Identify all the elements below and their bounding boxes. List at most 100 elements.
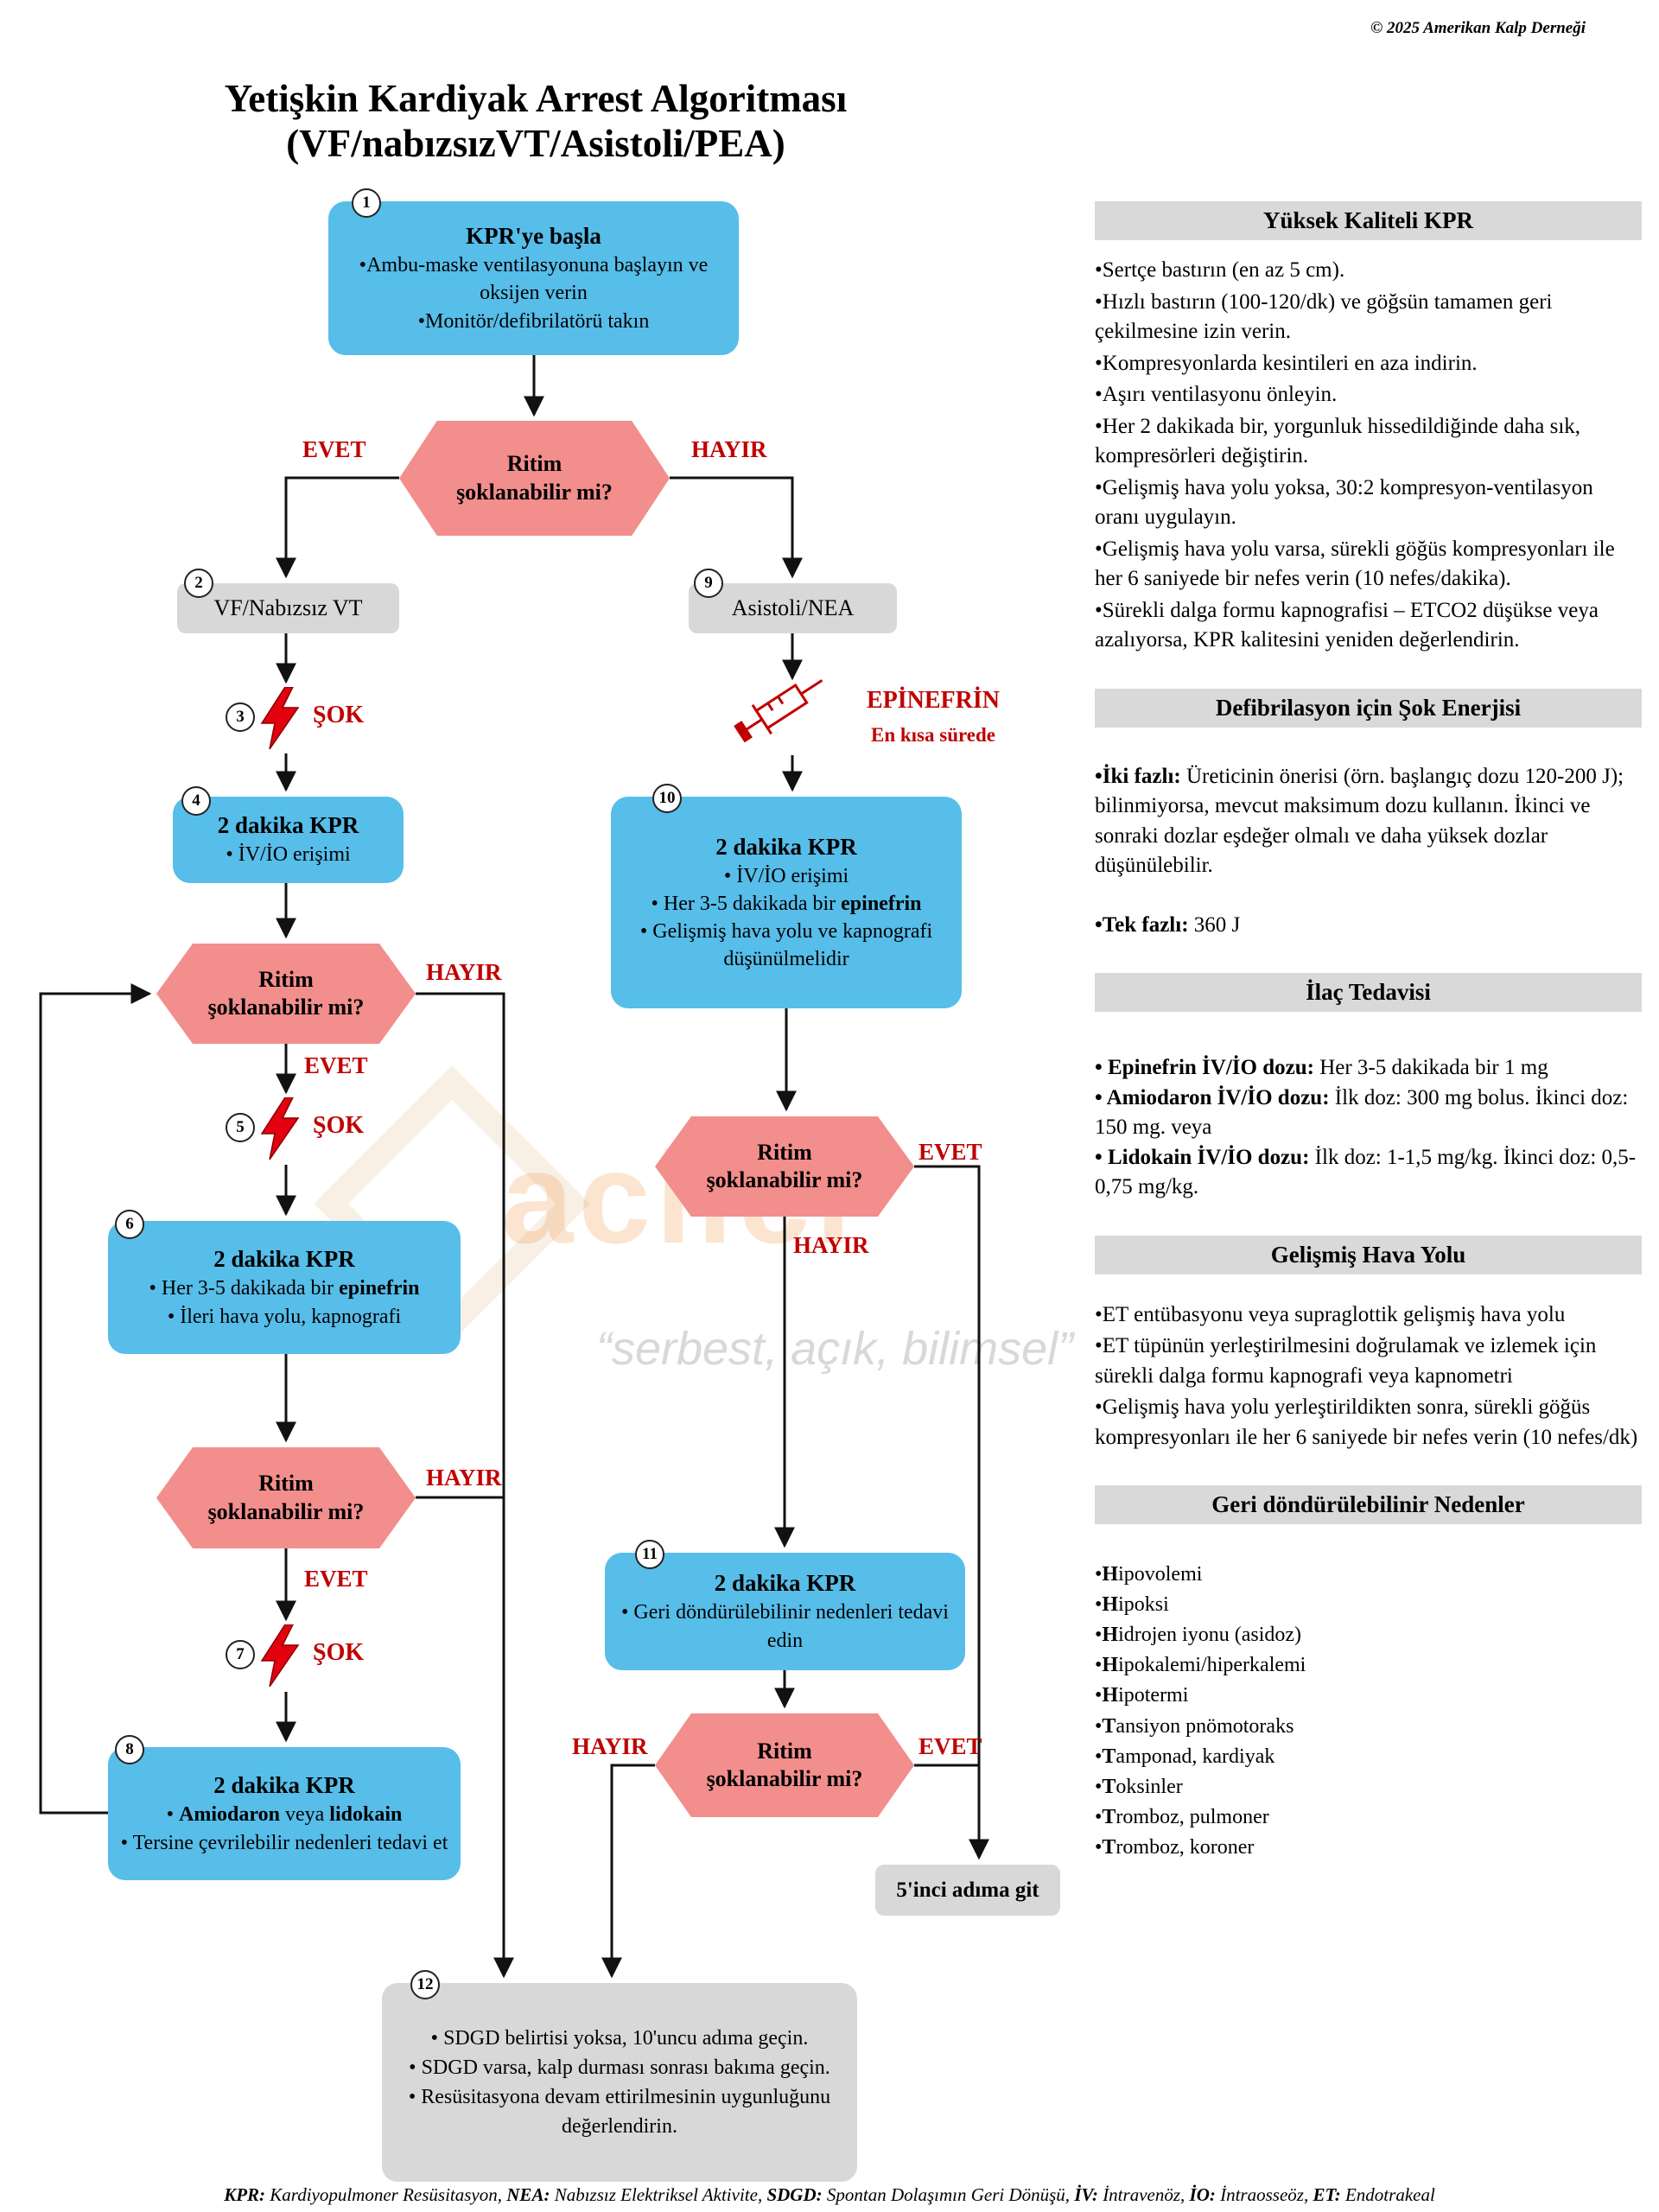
goto-text: 5'inci adıma git [896,1878,1039,1902]
step-8-box: 2 dakika KPR • Amiodaron veya lidokain •… [108,1747,461,1880]
step-9-box: Asistoli/NEA [689,583,897,633]
list-item: Gelişmiş hava yolu varsa, sürekli göğüs … [1095,535,1642,594]
step-title: KPR'ye başla [466,223,601,250]
evet-label: EVET [302,436,366,462]
step-10-box: 2 dakika KPR • İV/İO erişimi • Her 3-5 d… [611,797,962,1008]
panel-header-causes: Geri döndürülebilinir Nedenler [1095,1485,1642,1524]
panel-section-drugs: İlaç Tedavisi • Epinefrin İV/İO dozu: He… [1095,973,1642,1203]
panel-header-shock-energy: Defibrilasyon için Şok Enerjisi [1095,688,1642,728]
list-item: Her 2 dakikada bir, yorgunluk hissedildi… [1095,412,1642,472]
step-4-badge: 4 [181,786,211,816]
step-text: • Amiodaron veya lidokain [166,1803,403,1827]
decision-rhythm-5: Ritim şoklanabilir mi? [655,1713,914,1817]
abbr-text: Spontan Dolaşımın Geri Dönüşü, [822,2184,1075,2205]
hayir-label: HAYIR [426,959,502,985]
abbr-text: İntraosseöz, [1215,2184,1313,2205]
step-3-badge: 3 [226,702,255,732]
list-item: Hipokalemi/hiperkalemi [1095,1651,1642,1680]
decision-rhythm-1: Ritim şoklanabilir mi? [399,421,670,536]
list-item: Toksinler [1095,1773,1642,1802]
hayir-label: HAYIR [426,1465,502,1491]
abbr-text: Nabızsız Elektriksel Aktivite, [550,2184,767,2205]
step-5-badge: 5 [226,1113,255,1142]
goto-step5-box: 5'inci adıma git [875,1865,1060,1916]
step-10-badge: 10 [652,784,682,813]
step-text: • İV/İO erişimi [723,864,849,887]
step-4-box: 2 dakika KPR • İV/İO erişimi [173,797,404,883]
list-item: ET tüpünün yerleştirilmesini doğrulamak … [1095,1332,1642,1391]
step-text: • Her 3-5 dakikada bir epinefrin [149,1277,420,1300]
abbr-text: Kardiyopulmoner Resüsitasyon, [265,2184,507,2205]
evet-label: EVET [918,1733,982,1759]
syringe-icon [725,660,839,758]
shock-label: ŞOK [313,1112,365,1139]
footnote: KPR: Kardiyopulmoner Resüsitasyon, NEA: … [0,2184,1659,2206]
panel-section-causes: Geri döndürülebilinir Nedenler Hipovolem… [1095,1485,1642,1862]
step-text: VF/Nabızsız VT [213,595,363,620]
decision-text: şoklanabilir mi? [207,1498,365,1524]
shock-label: ŞOK [313,1639,365,1666]
hayir-label: HAYIR [691,436,767,462]
step-2-box: VF/Nabızsız VT [177,583,399,633]
decision-text: Ritim [258,966,314,992]
text-paragraph: • Amiodaron İV/İO dozu: İlk doz: 300 mg … [1095,1085,1629,1140]
abbr: İV: [1074,2184,1098,2205]
lightning-bolt-icon [259,1096,301,1164]
panel-section-kpr: Yüksek Kaliteli KPR Sertçe bastırın (en … [1095,201,1642,656]
step-text: Asistoli/NEA [731,595,855,620]
decision-text: Ritim [258,1471,314,1496]
text-paragraph: • Epinefrin İV/İO dozu: Her 3-5 dakikada… [1095,1056,1548,1079]
step-text: • Tersine çevrilebilir nedenleri tedavi … [120,1831,448,1854]
copyright-text: © 2025 Amerikan Kalp Derneği [1370,19,1586,37]
step-12-badge: 12 [410,1970,440,1999]
step-1-badge: 1 [352,188,381,218]
text-paragraph: • Lidokain İV/İO dozu: İlk doz: 1-1,5 mg… [1095,1145,1637,1199]
text-paragraph: •Tek fazlı: 360 J [1095,912,1241,937]
panel-header-drugs: İlaç Tedavisi [1095,973,1642,1012]
step-text: •Ambu-maske ventilasyonuna başlayın ve o… [359,254,709,305]
abbr: İO: [1189,2184,1216,2205]
step-title: 2 dakika KPR [213,1246,355,1273]
abbr-text: İntravenöz, [1097,2184,1190,2205]
list-item: Hipoksi [1095,1591,1642,1619]
list-item: Hipovolemi [1095,1560,1642,1589]
step-12-box: • SDGD belirtisi yoksa, 10'uncu adıma ge… [382,1983,857,2182]
side-panel: Yüksek Kaliteli KPR Sertçe bastırın (en … [1095,201,1642,1895]
step-text: • SDGD belirtisi yoksa, 10'uncu adıma ge… [430,2026,809,2050]
shock-label: ŞOK [313,702,365,728]
step-text: • Her 3-5 dakikada bir epinefrin [651,892,922,915]
evet-label: EVET [304,1052,368,1078]
list-item: Sertçe bastırın (en az 5 cm). [1095,256,1642,286]
decision-rhythm-2: Ritim şoklanabilir mi? [156,944,416,1044]
step-text: • Geri döndürülebilinir nedenleri tedavi… [621,1601,949,1652]
decision-text: Ritim [506,451,563,476]
abbr: ET: [1313,2184,1341,2205]
list-item: ET entübasyonu veya supraglottik gelişmi… [1095,1300,1642,1331]
decision-text: şoklanabilir mi? [706,1766,863,1791]
list-item: Tromboz, koroner [1095,1834,1642,1862]
decision-text: Ritim [757,1738,812,1764]
evet-label: EVET [918,1139,982,1165]
panel-header-kpr: Yüksek Kaliteli KPR [1095,201,1642,240]
decision-rhythm-3: Ritim şoklanabilir mi? [156,1447,416,1548]
evet-label: EVET [304,1566,368,1592]
list-item: Hidrojen iyonu (asidoz) [1095,1621,1642,1649]
list-item: Kompresyonlarda kesintileri en aza indir… [1095,349,1642,379]
step-8-badge: 8 [115,1735,144,1764]
step-9-badge: 9 [694,569,723,598]
step-6-badge: 6 [115,1210,144,1239]
abbr: NEA: [506,2184,550,2205]
decision-text: şoklanabilir mi? [706,1167,863,1192]
epinephrine-sublabel: En kısa sürede [870,724,995,746]
kpr-list: Sertçe bastırın (en az 5 cm). Hızlı bast… [1095,256,1642,656]
lightning-bolt-icon [259,686,301,753]
list-item: Hızlı bastırın (100-120/dk) ve göğsün ta… [1095,288,1642,347]
abbr: KPR: [224,2184,266,2205]
decision-text: şoklanabilir mi? [456,479,613,505]
airway-list: ET entübasyonu veya supraglottik gelişmi… [1095,1300,1642,1453]
step-text: • Resüsitasyona devam ettirilmesinin uyg… [408,2086,831,2139]
step-2-badge: 2 [184,569,213,598]
step-11-badge: 11 [635,1540,664,1569]
step-title: 2 dakika KPR [715,833,857,860]
hayir-label: HAYIR [572,1733,648,1759]
